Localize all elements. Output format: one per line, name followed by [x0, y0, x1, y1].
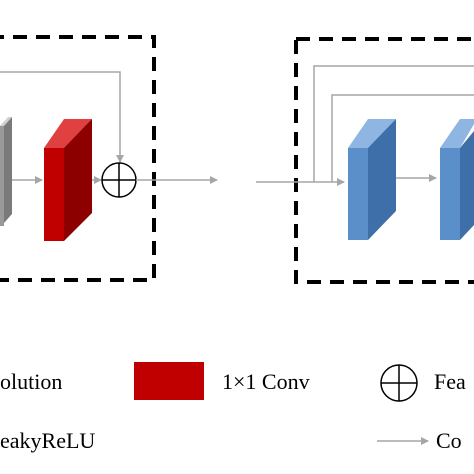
- skip-connection-left: [0, 71, 124, 163]
- dense-connection-outer: [313, 65, 474, 182]
- legend-feature-add-label: Fea: [434, 369, 466, 394]
- blue-conv-block-2: [440, 119, 474, 240]
- legend-conv1x1-swatch: [134, 362, 204, 400]
- legend-conv1x1-label: 1×1 Conv: [222, 369, 310, 394]
- dense-connection-inner: [331, 94, 474, 182]
- legend-convolution-label: olution: [0, 369, 62, 394]
- gray-conv-block: [0, 117, 12, 226]
- legend-feature-add-icon: [380, 364, 418, 402]
- legend-leakyrelu-label: eakyReLU: [0, 428, 95, 453]
- left-module-box: [0, 35, 156, 282]
- red-conv1x1-block: [44, 119, 92, 241]
- legend: olution 1×1 Conv Fea eakyReLU Co: [0, 362, 466, 453]
- feature-add-icon: [101, 162, 137, 198]
- legend-connection-label: Co: [436, 428, 462, 453]
- blue-conv-block-1: [348, 119, 396, 240]
- right-module-box: [294, 37, 474, 284]
